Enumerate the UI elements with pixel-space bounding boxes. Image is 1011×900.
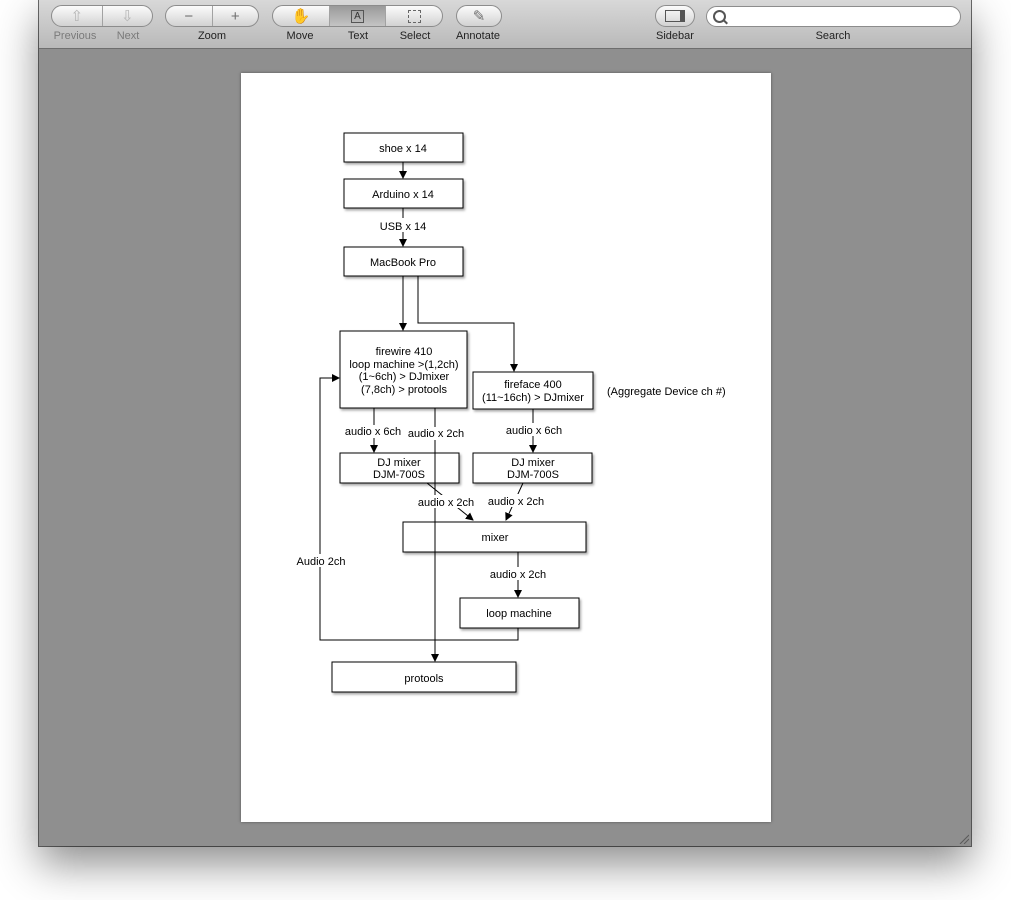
text-tool-button[interactable]: A bbox=[329, 6, 387, 26]
edge-macbook-fireface bbox=[417, 276, 518, 372]
hand-icon: ✋ bbox=[291, 8, 311, 25]
node-shoe-box bbox=[343, 132, 464, 163]
zoom-segment: − + bbox=[165, 5, 259, 27]
toolbar: ⇧ ⇩ Previous Next − + Zoom ✋ A Move Text… bbox=[39, 0, 971, 49]
flow-diagram: shoe x 14 Arduino x 14 MacBook Pro firew… bbox=[295, 132, 726, 693]
zoom-out-button[interactable]: − bbox=[166, 6, 213, 26]
plus-icon: + bbox=[230, 7, 240, 25]
edge-label-aggregate: (Aggregate Device ch #) bbox=[607, 386, 726, 398]
zoom-in-button[interactable]: + bbox=[213, 6, 259, 26]
arrow-down-icon: ⇩ bbox=[120, 8, 134, 25]
select-label: Select bbox=[399, 30, 431, 42]
node-firewire-line4: (7,8ch) > protools bbox=[361, 384, 447, 396]
minus-icon: − bbox=[184, 7, 194, 25]
node-shoe-label: shoe x 14 bbox=[379, 143, 427, 155]
node-firewire-line3: (1~6ch) > DJmixer bbox=[359, 371, 450, 383]
arrow-up-icon: ⇧ bbox=[70, 8, 84, 25]
preview-window: ⇧ ⇩ Previous Next − + Zoom ✋ A Move Text… bbox=[39, 0, 971, 846]
edge-label-audio6-left: audio x 6ch bbox=[345, 426, 401, 438]
tool-segment: ✋ A bbox=[272, 5, 443, 27]
move-tool-button[interactable]: ✋ bbox=[273, 6, 330, 26]
node-fireface-line1: fireface 400 bbox=[504, 379, 561, 391]
node-mixer-box bbox=[402, 521, 587, 553]
node-djmixer1-box bbox=[339, 452, 460, 484]
node-mixer-label: mixer bbox=[482, 532, 509, 544]
node-loop-machine-box bbox=[459, 597, 580, 629]
node-djmixer2-line1: DJ mixer bbox=[511, 457, 555, 469]
edge-label-audio2-mixer: audio x 2ch bbox=[490, 569, 546, 581]
node-arduino-label: Arduino x 14 bbox=[372, 189, 434, 201]
pencil-icon: ✎ bbox=[472, 8, 486, 25]
node-fireface-box bbox=[472, 371, 594, 410]
edge-label-audio2-mid-right: audio x 2ch bbox=[488, 496, 544, 508]
edge-label-audio6-right: audio x 6ch bbox=[506, 425, 562, 437]
node-macbook-label: MacBook Pro bbox=[370, 257, 436, 269]
node-macbook-box bbox=[343, 246, 464, 277]
search-label: Search bbox=[815, 30, 851, 42]
node-djmixer1-line1: DJ mixer bbox=[377, 457, 421, 469]
resize-grip-icon[interactable] bbox=[959, 834, 969, 844]
annotate-segment: ✎ bbox=[456, 5, 502, 27]
edge-label-audio2-top: audio x 2ch bbox=[408, 428, 464, 440]
annotate-label: Annotate bbox=[455, 30, 501, 42]
node-protools-box bbox=[331, 661, 517, 693]
search-icon bbox=[713, 10, 726, 23]
text-tool-icon: A bbox=[351, 9, 364, 23]
edge-label-audio2-mid-left: audio x 2ch bbox=[418, 497, 474, 509]
edge-label-audio2ch-feedback: Audio 2ch bbox=[297, 556, 346, 568]
move-label: Move bbox=[286, 30, 314, 42]
sidebar-button[interactable] bbox=[656, 6, 694, 26]
search-field[interactable] bbox=[706, 6, 961, 27]
node-firewire-line1: firewire 410 bbox=[376, 346, 433, 358]
node-djmixer2-box bbox=[472, 452, 593, 484]
node-arduino-box bbox=[343, 178, 464, 209]
search-input[interactable] bbox=[731, 9, 955, 25]
document-page[interactable]: shoe x 14 Arduino x 14 MacBook Pro firew… bbox=[241, 73, 771, 822]
node-protools-label: protools bbox=[404, 673, 444, 685]
select-tool-button[interactable] bbox=[386, 6, 442, 26]
node-djmixer1-line2: DJM-700S bbox=[373, 469, 425, 481]
previous-button[interactable]: ⇧ bbox=[52, 6, 103, 26]
next-button[interactable]: ⇩ bbox=[103, 6, 153, 26]
text-label: Text bbox=[347, 30, 369, 42]
edge-loop-firewire-feedback bbox=[319, 374, 519, 641]
node-djmixer2-line2: DJM-700S bbox=[507, 469, 559, 481]
previous-label: Previous bbox=[53, 30, 97, 42]
annotate-button[interactable]: ✎ bbox=[457, 6, 501, 26]
prev-next-segment: ⇧ ⇩ bbox=[51, 5, 153, 27]
sidebar-icon bbox=[665, 10, 685, 22]
node-firewire-box bbox=[339, 330, 468, 409]
sidebar-segment bbox=[655, 5, 695, 27]
sidebar-label: Sidebar bbox=[656, 30, 694, 42]
edge-label-usb: USB x 14 bbox=[380, 221, 426, 233]
node-fireface-line2: (11~16ch) > DJmixer bbox=[482, 392, 584, 404]
node-loop-machine-label: loop machine bbox=[486, 608, 551, 620]
next-label: Next bbox=[116, 30, 140, 42]
zoom-label: Zoom bbox=[197, 30, 227, 42]
marquee-icon bbox=[407, 9, 421, 23]
node-firewire-line2: loop machine >(1,2ch) bbox=[349, 359, 458, 371]
